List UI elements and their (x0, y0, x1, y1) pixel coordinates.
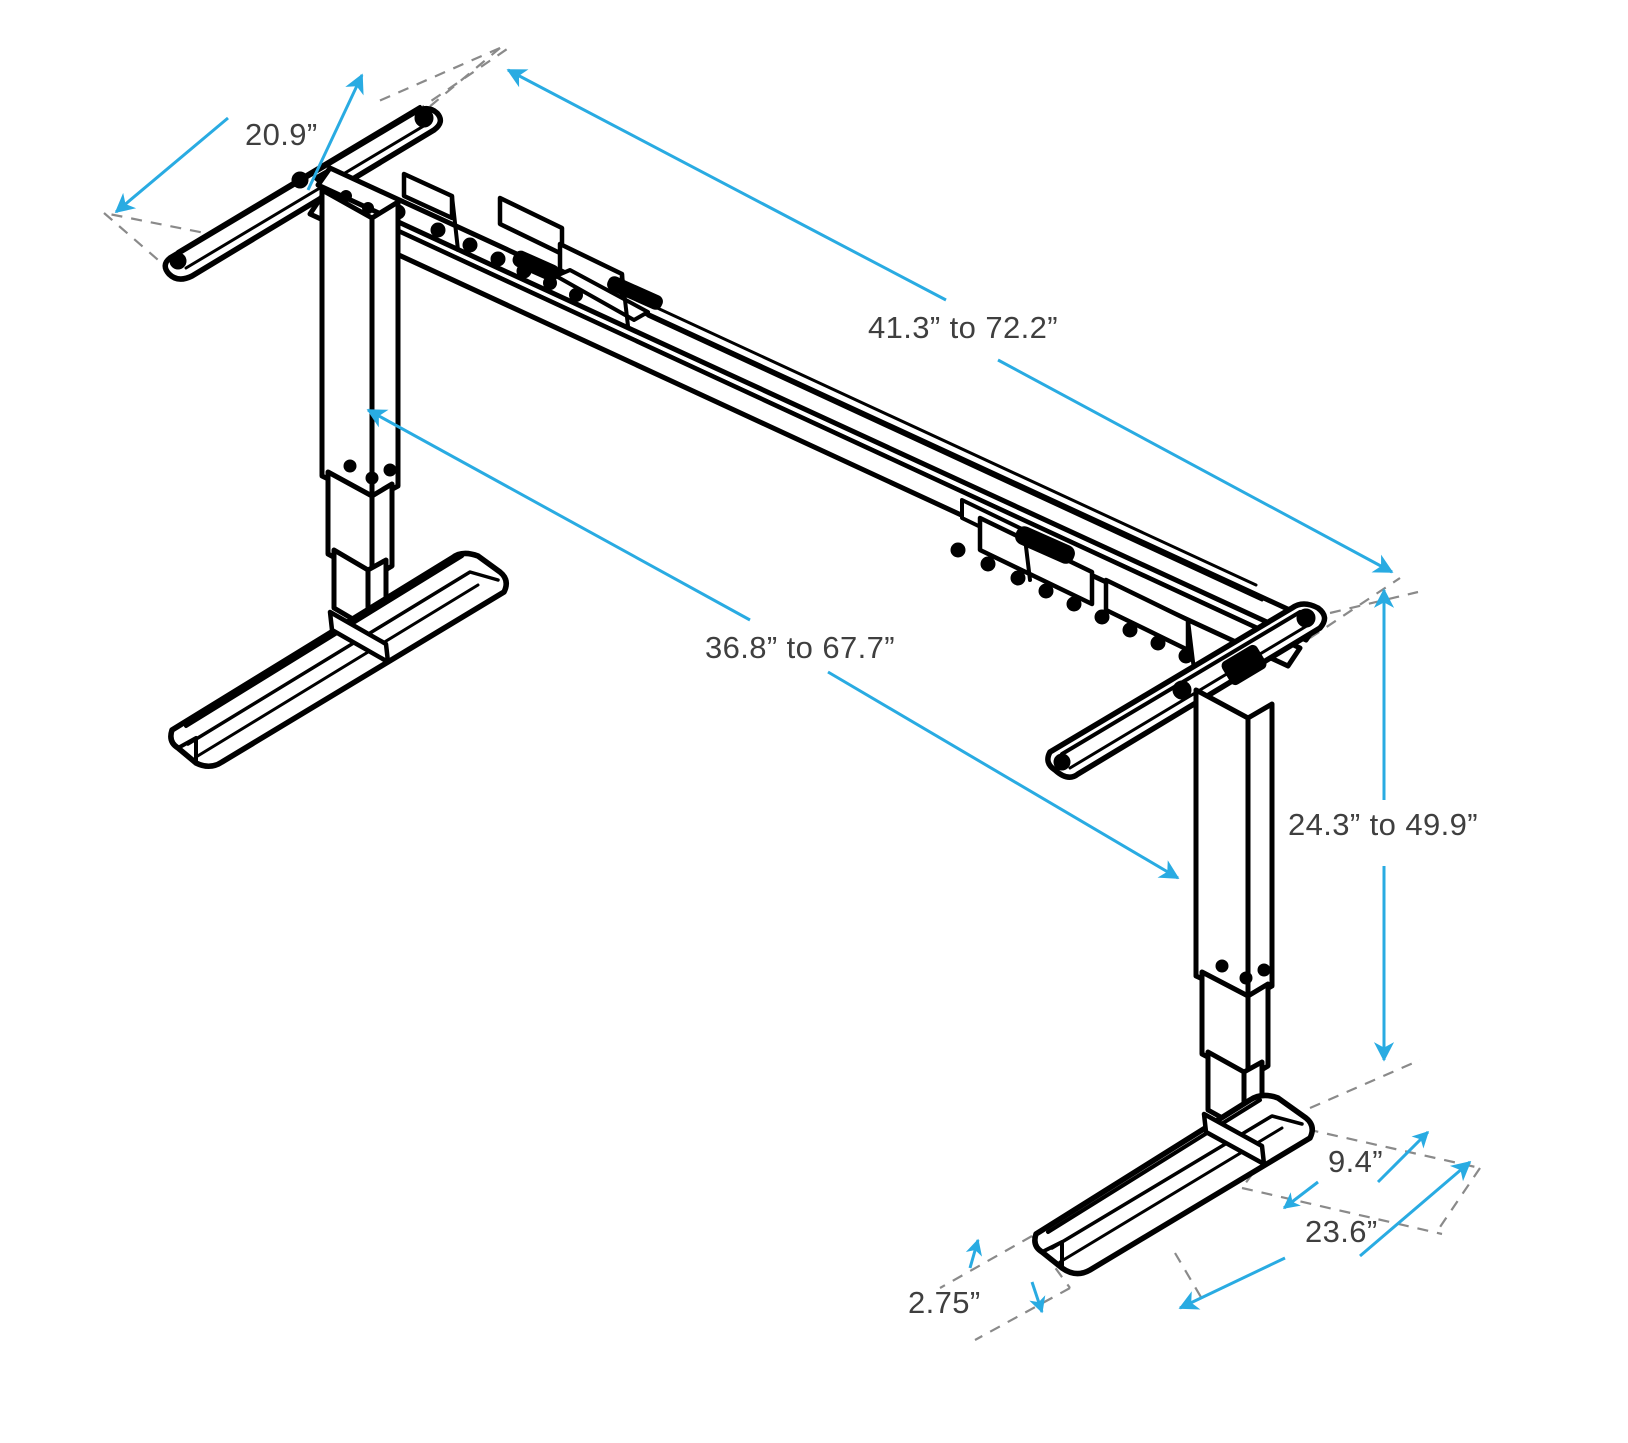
dimension-label-top-width: 41.3” to 72.2” (868, 310, 1058, 345)
dimension-label-foot-length: 23.6” (1305, 1214, 1378, 1249)
left-column-bolt (343, 459, 357, 473)
center-rail-motor-slot (1015, 526, 1075, 564)
dimension-arrow-foot-height-up (965, 1238, 982, 1269)
right-column (1193, 687, 1275, 1133)
center-rail-bracket-right (1103, 577, 1191, 653)
extension-line-height-bottom (1309, 1058, 1421, 1110)
right-foot-body (1032, 1092, 1315, 1277)
left-foot-top-edge (184, 554, 464, 728)
center-rail-lower-face (377, 225, 1273, 655)
extension-line-height-top (1329, 590, 1419, 615)
left-foot-column-pad (327, 609, 391, 665)
right-crossbar (1045, 601, 1328, 780)
extension-line-width-right (1309, 577, 1401, 639)
dimension-arrow-foot-height-down (1029, 1281, 1046, 1314)
left-column-stage1-side (369, 199, 401, 503)
left-column-stage1 (319, 187, 375, 503)
dimension-arrow-top-width-right (997, 358, 1394, 574)
dimension-arrow-depth (306, 73, 364, 191)
center-rail-cross-tie-d (1186, 618, 1196, 672)
extension-line-foot-left (1241, 1124, 1289, 1189)
extension-line-foot-right (1437, 1167, 1481, 1231)
right-foot (1032, 1092, 1315, 1277)
rail-hole (950, 542, 966, 558)
dimension-arrow-top-width-left (506, 68, 947, 302)
extension-line-depth-left-edge (103, 212, 173, 273)
left-crossbar-body (162, 106, 444, 282)
center-rail-glide-line (638, 298, 1258, 587)
dimension-arrow-inner-width-left (366, 408, 751, 622)
extension-line-depth-right-edge (427, 47, 501, 109)
dimension-labels-group: 20.9” 41.3” to 72.2” 36.8” to 67.7” 24.3… (245, 117, 1478, 1320)
center-rail-bracket-mid-a (497, 195, 565, 257)
left-column-stage2-side (369, 481, 395, 581)
dimension-arrow-inner-width-right (827, 670, 1180, 880)
rail-hole (980, 556, 996, 572)
dimension-label-depth: 20.9” (245, 117, 318, 152)
right-foot-end-cap (1040, 1240, 1064, 1270)
left-crossbar-mid-bolt (291, 171, 309, 189)
right-crossbar-inner-edge (1068, 622, 1312, 770)
dimension-arrow-foot-offset-left (1282, 1180, 1319, 1210)
desk-frame-assembly (162, 105, 1328, 1277)
center-rail-cross-tie-c (1022, 528, 1032, 582)
left-column-top-bolt (362, 202, 374, 214)
left-column-top-bolt (340, 190, 352, 202)
left-foot-groove-2 (194, 583, 480, 759)
left-column (319, 187, 401, 631)
rail-hole (1010, 570, 1026, 586)
right-column-stage2-side (1245, 981, 1271, 1081)
rail-hole (490, 251, 506, 267)
right-crossbar-mid-bolt (1172, 680, 1192, 700)
rail-hole (430, 222, 446, 238)
extension-line-foot-outer-bottom (1174, 1252, 1206, 1305)
rail-hole (462, 237, 478, 253)
left-column-bolt (383, 463, 397, 477)
left-foot-body (168, 550, 509, 769)
right-foot-column-pad (1201, 1111, 1267, 1167)
left-crossbar-near-bolt (169, 252, 187, 270)
center-frame-rail (307, 165, 1321, 672)
rail-hole (1094, 609, 1110, 625)
extension-line-depth-upper (371, 46, 501, 106)
center-rail-cross-tie-a (450, 194, 460, 252)
center-rail-top-face (315, 165, 1321, 643)
dimension-label-inner-width: 36.8” to 67.7” (705, 630, 895, 665)
left-foot (168, 550, 509, 769)
left-foot-end-cap (176, 736, 198, 764)
right-column-bolt (1239, 971, 1253, 985)
right-column-bolt (1215, 959, 1229, 973)
right-foot-inner-groove (1050, 1114, 1304, 1250)
right-column-stage1-side (1245, 701, 1275, 1003)
right-crossbar-end-bolt (1296, 608, 1316, 628)
center-rail-glide-line-2 (646, 314, 1264, 602)
extension-line-foot-bottom (1241, 1186, 1443, 1236)
left-crossbar-end-bolt (414, 108, 434, 128)
left-foot-inner-groove (186, 570, 500, 746)
extension-line-foot-height-bottom (974, 1287, 1071, 1341)
dimension-label-foot-offset: 9.4” (1328, 1144, 1383, 1179)
dimension-arrow-foot-length-left (1178, 1256, 1286, 1310)
extension-line-foot-height-top (939, 1235, 1033, 1289)
right-column-bolt (1257, 963, 1271, 977)
center-rail-hole-row-lower (950, 542, 1194, 664)
dimension-arrow-foot-offset-right (1376, 1130, 1430, 1184)
dimension-arrow-foot-length-right (1359, 1160, 1472, 1258)
center-rail-bracket-left (401, 171, 455, 221)
extension-line-foot-top-right (1287, 1123, 1481, 1170)
dimension-lines-group (114, 68, 1472, 1314)
dimension-label-height: 24.3” to 49.9” (1288, 807, 1478, 842)
center-rail-cross-tie-b (620, 272, 630, 328)
dimension-label-foot-height: 2.75” (908, 1285, 981, 1320)
right-column-stage1 (1193, 687, 1251, 1003)
left-column-bolt (365, 471, 379, 485)
control-box (1221, 644, 1267, 686)
right-crossbar-near-bolt (1053, 753, 1071, 771)
left-crossbar-inner-edge (184, 122, 429, 270)
right-foot-top-edge (1046, 1098, 1262, 1234)
dimension-arrow-depth-2 (114, 116, 229, 214)
